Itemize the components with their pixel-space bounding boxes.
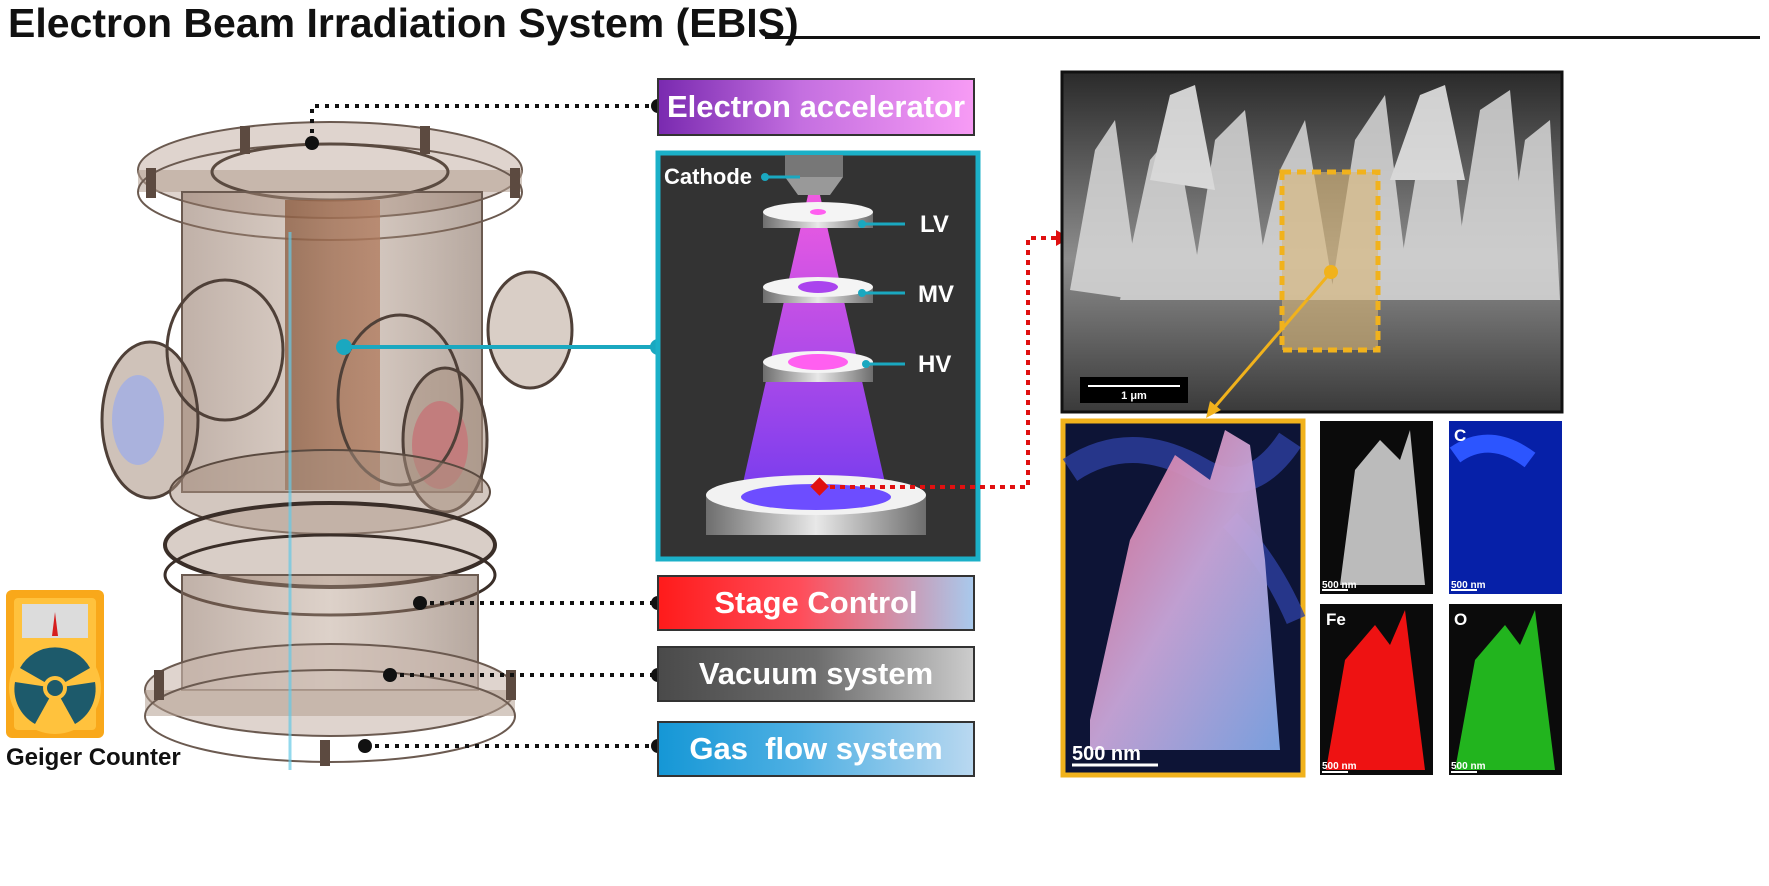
map-label-fe: Fe — [1326, 610, 1346, 629]
lv-label: LV — [920, 211, 949, 238]
sem-image — [1062, 72, 1562, 418]
eds-overlay-image — [1063, 421, 1303, 775]
elemental-maps — [1320, 421, 1562, 775]
eds-scale-label: 500 nm — [1072, 743, 1141, 765]
electron-accelerator-label: Electron accelerator — [657, 78, 975, 136]
geiger-counter-icon — [6, 590, 104, 738]
vacuum-system-label: Vacuum system — [657, 646, 975, 702]
gas-flow-system-label: Gas flow system — [657, 721, 975, 777]
map-scale-label-3: 500 nm — [1322, 761, 1357, 772]
map-label-c: C — [1454, 426, 1466, 445]
map-scale-label-1: 500 nm — [1322, 580, 1357, 591]
vacuum-chamber-illustration — [102, 122, 572, 770]
geiger-counter-label: Geiger Counter — [6, 744, 181, 772]
map-scale-label-4: 500 nm — [1451, 761, 1486, 772]
map-scale-label-2: 500 nm — [1451, 580, 1486, 591]
cathode-label: Cathode — [664, 164, 752, 189]
mv-label: MV — [918, 281, 954, 308]
stage-control-label: Stage Control — [657, 575, 975, 631]
hv-label: HV — [918, 351, 951, 378]
sem-scale-label: 1 μm — [1121, 390, 1147, 402]
map-label-o: O — [1454, 610, 1467, 629]
